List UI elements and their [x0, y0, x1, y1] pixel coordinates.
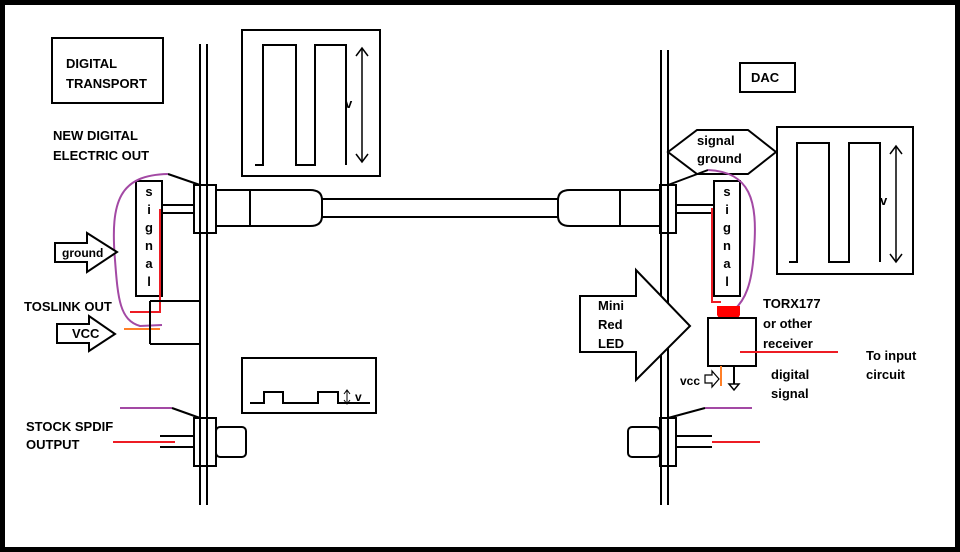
left-panel-wall: [199, 44, 208, 505]
toslink-out-label: TOSLINK OUT: [24, 299, 112, 314]
small-waveform-v-label: v: [355, 390, 362, 404]
digital-transport-label-2: TRANSPORT: [66, 76, 147, 91]
torx-label-1: TORX177: [763, 296, 821, 311]
digital-transport-box: DIGITAL TRANSPORT: [51, 37, 164, 104]
stock-spdif-label-2: OUTPUT: [26, 437, 80, 452]
signal-letter-a: a: [145, 256, 153, 271]
right-waveform-v-label: v: [880, 193, 888, 208]
torx-receiver: [707, 317, 838, 392]
to-input-label-2: circuit: [866, 367, 906, 382]
small-waveform-box: v: [241, 357, 377, 414]
vcc-right-label: vcc: [680, 374, 700, 388]
right-toslink-jack: [659, 169, 714, 234]
right-signal-letter-l: l: [725, 274, 729, 289]
left-purple-ground-wire: [112, 173, 169, 328]
signal-letter-g: g: [145, 220, 153, 235]
torx-label-3: receiver: [763, 336, 813, 351]
new-digital-label-1: NEW DIGITAL: [53, 128, 138, 143]
dac-box: DAC: [739, 62, 796, 93]
top-waveform-box: v: [241, 29, 381, 177]
mini-red-led-label-3: LED: [598, 336, 624, 351]
signal-ground-label-1: signal: [697, 133, 735, 148]
vcc-arrow: VCC: [56, 314, 117, 353]
right-waveform-box: v: [776, 126, 914, 275]
right-red-signal-wire: [711, 208, 721, 303]
mini-red-led-label-1: Mini: [598, 298, 624, 313]
ground-arrow-label: ground: [62, 246, 103, 260]
left-spdif-jack: [160, 407, 247, 467]
optical-cable: [215, 189, 661, 227]
right-signal-letter-s: s: [723, 184, 730, 199]
new-digital-label-2: ELECTRIC OUT: [53, 148, 149, 163]
signal-ground-label-2: ground: [697, 151, 742, 166]
torx-label-2: or other: [763, 316, 812, 331]
left-toslink-transmitter: [149, 300, 200, 345]
mini-red-led-label-2: Red: [598, 317, 623, 332]
signal-letter-s: s: [145, 184, 152, 199]
to-input-label-1: To input: [866, 348, 917, 363]
right-signal-board: s i g n a l: [713, 180, 741, 297]
right-signal-letter-g: g: [723, 220, 731, 235]
right-signal-letter-i: i: [725, 202, 729, 217]
digital-signal-label-2: signal: [771, 386, 809, 401]
ground-arrow: ground: [54, 231, 119, 274]
right-signal-letter-n: n: [723, 238, 731, 253]
digital-transport-label-1: DIGITAL: [66, 56, 117, 71]
signal-letter-l: l: [147, 274, 151, 289]
right-purple-ground-wire: [707, 169, 756, 384]
dac-label: DAC: [751, 70, 780, 85]
signal-letter-i: i: [147, 202, 151, 217]
left-red-signal-wire: [130, 209, 161, 313]
right-signal-letter-a: a: [723, 256, 731, 271]
left-signal-board: s i g n a l: [135, 180, 163, 297]
stock-spdif-label-1: STOCK SPDIF: [26, 419, 113, 434]
top-waveform-v-label: v: [345, 96, 353, 111]
signal-letter-n: n: [145, 238, 153, 253]
vcc-arrow-label: VCC: [72, 326, 100, 341]
right-spdif-jack: [627, 407, 712, 467]
digital-signal-label-1: digital: [771, 367, 809, 382]
mini-red-led-arrow: Mini Red LED: [579, 267, 692, 383]
vcc-right-arrow: vcc: [680, 369, 720, 389]
